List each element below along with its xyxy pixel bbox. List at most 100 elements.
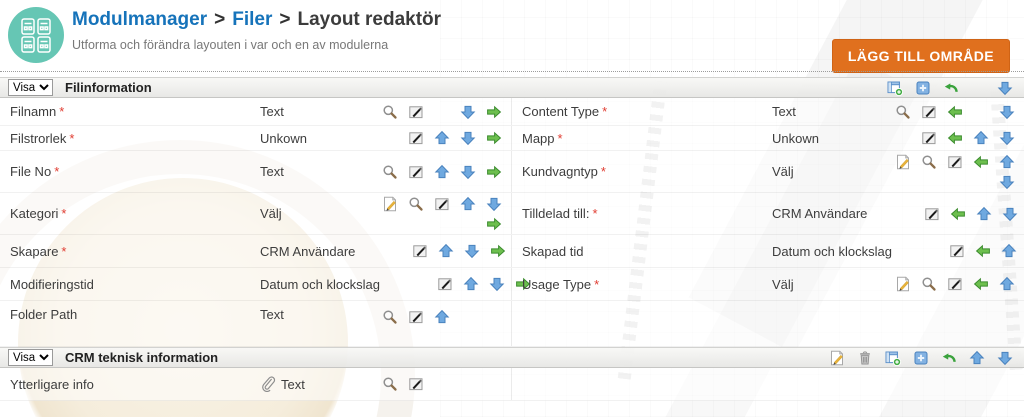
field-label: Filnamn* — [10, 104, 65, 119]
edit-icon[interactable] — [921, 104, 937, 120]
move-right-icon[interactable] — [486, 130, 502, 146]
field-cell: Usage Type* Välj — [512, 268, 1024, 300]
move-down-icon[interactable] — [460, 164, 476, 180]
add-field-icon[interactable] — [885, 350, 901, 366]
field-label: File No* — [10, 164, 60, 179]
edit-icon[interactable] — [947, 276, 963, 292]
move-up-icon[interactable] — [460, 196, 476, 212]
move-down-icon[interactable] — [999, 104, 1015, 120]
move-down-icon[interactable] — [1002, 206, 1018, 222]
section-toolbar — [829, 350, 1016, 366]
move-block-down-icon[interactable] — [997, 80, 1013, 96]
field-cell: Kundvagntyp* Välj — [512, 151, 1024, 192]
edit-icon[interactable] — [408, 309, 424, 325]
breadcrumb-filer[interactable]: Filer — [232, 9, 273, 30]
move-block-down-icon[interactable] — [997, 350, 1013, 366]
move-left-icon[interactable] — [950, 206, 966, 222]
move-down-icon[interactable] — [460, 130, 476, 146]
field-actions — [864, 102, 1024, 122]
field-label: Usage Type* — [522, 276, 600, 292]
edit-icon[interactable] — [412, 243, 428, 259]
breadcrumb-separator: > — [214, 9, 226, 30]
edit-icon[interactable] — [924, 206, 940, 222]
move-left-icon[interactable] — [973, 276, 989, 292]
move-down-icon[interactable] — [464, 243, 480, 259]
move-right-icon[interactable] — [490, 243, 506, 259]
search-icon[interactable] — [382, 104, 398, 120]
search-icon[interactable] — [921, 276, 937, 292]
move-right-icon[interactable] — [486, 216, 502, 232]
field-label: Tilldelad till:* — [522, 206, 598, 221]
edit-values-icon[interactable] — [895, 276, 911, 292]
field-actions — [867, 204, 1024, 224]
move-up-icon[interactable] — [434, 309, 450, 325]
search-icon[interactable] — [408, 196, 424, 212]
move-right-icon[interactable] — [486, 104, 502, 120]
search-icon[interactable] — [382, 376, 398, 392]
field-type: CRM Användare — [260, 243, 356, 259]
move-left-icon[interactable] — [947, 130, 963, 146]
field-type: Unkown — [772, 130, 819, 146]
move-down-icon[interactable] — [460, 104, 476, 120]
search-icon[interactable] — [382, 309, 398, 325]
search-icon[interactable] — [921, 154, 937, 170]
edit-block-icon[interactable] — [829, 350, 845, 366]
add-block-icon[interactable] — [915, 80, 931, 96]
edit-icon[interactable] — [437, 276, 453, 292]
move-up-icon[interactable] — [999, 276, 1015, 292]
search-icon[interactable] — [382, 164, 398, 180]
visa-dropdown[interactable]: Visa — [8, 79, 53, 96]
field-label: Kundvagntyp* — [522, 164, 606, 179]
field-label: Content Type* — [522, 104, 608, 119]
undo-icon[interactable] — [943, 80, 959, 96]
move-down-icon[interactable] — [999, 174, 1015, 190]
edit-icon[interactable] — [408, 164, 424, 180]
move-up-icon[interactable] — [973, 130, 989, 146]
field-type: Unkown — [260, 130, 307, 146]
add-block-icon[interactable] — [913, 350, 929, 366]
edit-icon[interactable] — [408, 130, 424, 146]
edit-icon[interactable] — [949, 243, 965, 259]
field-type: Text — [260, 307, 284, 322]
required-marker: * — [54, 164, 60, 179]
edit-icon[interactable] — [408, 104, 424, 120]
field-actions — [864, 274, 1024, 294]
move-left-icon[interactable] — [973, 154, 989, 170]
move-left-icon[interactable] — [975, 243, 991, 259]
move-up-icon[interactable] — [999, 154, 1015, 170]
move-down-icon[interactable] — [489, 276, 505, 292]
move-block-up-icon[interactable] — [969, 350, 985, 366]
search-icon[interactable] — [895, 104, 911, 120]
edit-icon[interactable] — [434, 196, 450, 212]
section-header-crm-teknisk-information: Visa CRM teknisk information — [0, 347, 1024, 368]
move-down-icon[interactable] — [486, 196, 502, 212]
move-up-icon[interactable] — [976, 206, 992, 222]
layout-editor-table: Visa Filinformation Filnamn* Text — [0, 71, 1024, 401]
edit-values-icon[interactable] — [895, 154, 911, 170]
edit-values-icon[interactable] — [382, 196, 398, 212]
visa-dropdown[interactable]: Visa — [8, 349, 53, 366]
field-row: File No* Text Kundvagntyp* Välj — [0, 151, 1024, 193]
breadcrumb-modulmanager[interactable]: Modulmanager — [72, 9, 208, 30]
add-field-icon[interactable] — [887, 80, 903, 96]
required-marker: * — [594, 276, 600, 292]
edit-icon[interactable] — [921, 130, 937, 146]
edit-icon[interactable] — [947, 154, 963, 170]
field-cell: Skapad tid* Datum och klockslag — [512, 235, 1024, 267]
move-up-icon[interactable] — [463, 276, 479, 292]
move-up-icon[interactable] — [434, 164, 450, 180]
move-down-icon[interactable] — [999, 130, 1015, 146]
field-label: Kategori* — [10, 206, 67, 221]
undo-icon[interactable] — [941, 350, 957, 366]
move-right-icon[interactable] — [486, 164, 502, 180]
delete-block-icon[interactable] — [857, 350, 873, 366]
field-row: Filstrorlek* Unkown Mapp* Unkown — [0, 126, 1024, 151]
move-up-icon[interactable] — [434, 130, 450, 146]
attachment-icon — [260, 376, 276, 392]
move-up-icon[interactable] — [1001, 243, 1017, 259]
move-left-icon[interactable] — [947, 104, 963, 120]
move-up-icon[interactable] — [438, 243, 454, 259]
add-area-button[interactable]: LÄGG TILL OMRÅDE — [831, 39, 1010, 73]
edit-icon[interactable] — [408, 376, 424, 392]
field-type: Datum och klockslag — [260, 276, 380, 292]
